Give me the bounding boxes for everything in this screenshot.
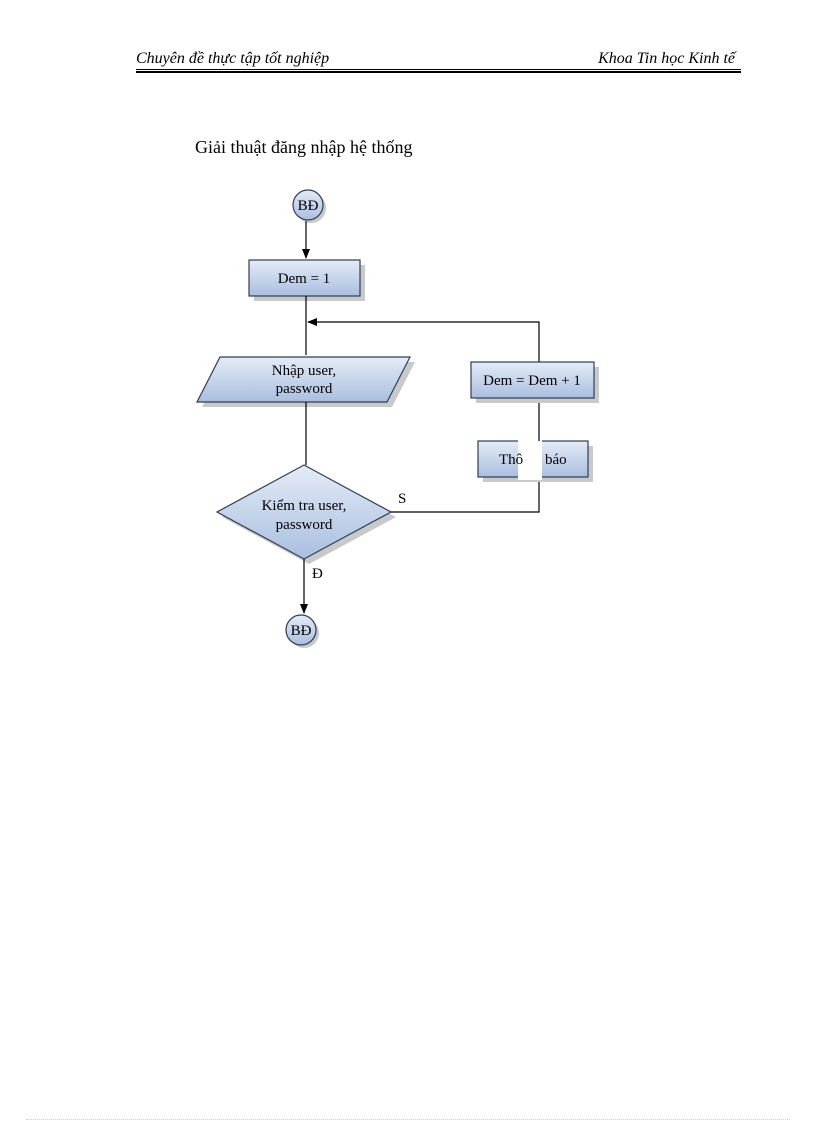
input-label-line2: password bbox=[276, 381, 333, 397]
notify-occlusion bbox=[518, 440, 542, 480]
header-right: Khoa Tin học Kinh tế bbox=[598, 50, 735, 67]
init-counter-node: Dem = 1 bbox=[248, 259, 365, 301]
header-rule-thin bbox=[136, 69, 741, 70]
page-header: Chuyên đề thực tập tốt nghiệp Khoa Tin h… bbox=[136, 50, 741, 70]
input-credentials-node: Nhập user, password bbox=[196, 356, 415, 407]
header-rule-thick bbox=[136, 71, 741, 73]
decision-label-line2: password bbox=[276, 517, 333, 533]
start-node: BĐ bbox=[292, 189, 326, 223]
input-label-line1: Nhập user, bbox=[272, 363, 336, 379]
init-label: Dem = 1 bbox=[278, 271, 331, 287]
end-node: BĐ bbox=[285, 614, 319, 648]
label-no: S bbox=[398, 491, 406, 507]
arrow-loop-back bbox=[307, 318, 540, 362]
arrow-decision-no bbox=[391, 478, 540, 513]
notify-label-left: Thô bbox=[499, 452, 523, 468]
notify-node: Thô báo bbox=[477, 440, 593, 482]
end-label: BĐ bbox=[291, 623, 312, 639]
label-yes: Đ bbox=[312, 566, 323, 582]
page-bottom-border bbox=[26, 1119, 790, 1120]
increment-counter-node: Dem = Dem + 1 bbox=[470, 361, 599, 403]
header-left: Chuyên đề thực tập tốt nghiệp bbox=[136, 50, 330, 67]
decision-label-line1: Kiểm tra user, bbox=[262, 498, 347, 514]
notify-label-right: báo bbox=[545, 452, 567, 468]
start-label: BĐ bbox=[298, 198, 319, 214]
increment-label: Dem = Dem + 1 bbox=[483, 373, 581, 389]
check-credentials-node: Kiểm tra user, password bbox=[215, 464, 396, 564]
figure-caption: Giải thuật đăng nhập hệ thống bbox=[195, 137, 413, 157]
